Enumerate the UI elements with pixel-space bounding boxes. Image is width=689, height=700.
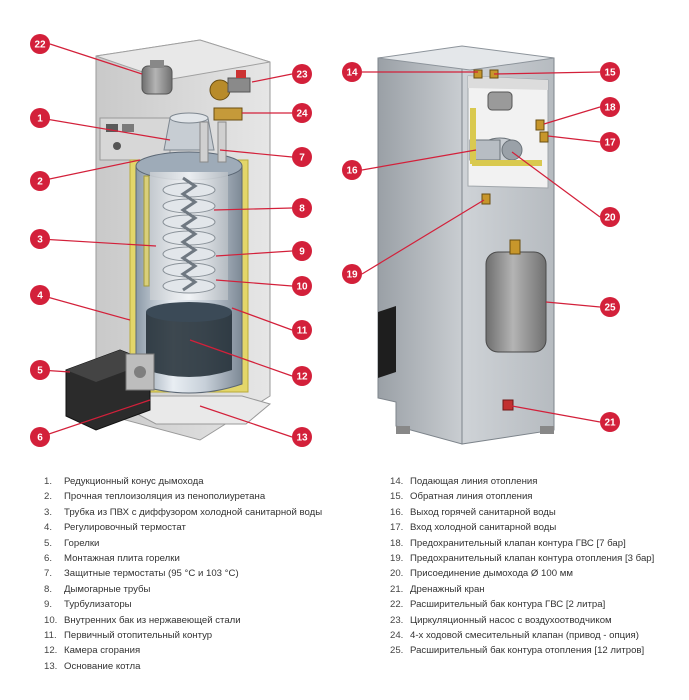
legend-item-24: 24.4-х ходовой смесительный клапан (прив… [390, 630, 639, 642]
legend-item-14: 14.Подающая линия отопления [390, 476, 538, 487]
svg-text:16: 16 [346, 166, 358, 177]
callout-3: 3 [30, 229, 50, 249]
legend-item-5: 5.Горелки [44, 537, 100, 549]
callout-19: 19 [342, 264, 362, 284]
callout-leaders [39, 43, 601, 438]
callout-6: 6 [30, 427, 50, 447]
callout-16: 16 [342, 160, 362, 180]
callout-2: 2 [30, 171, 50, 191]
svg-text:20: 20 [604, 213, 616, 224]
svg-text:15: 15 [604, 68, 616, 79]
legend-item-3: 3.Трубка из ПВХ с диффузором холодной са… [44, 506, 323, 518]
svg-text:17: 17 [604, 138, 616, 149]
left-boiler-cutaway [65, 39, 272, 441]
legend-item-13: 13.Основание котла [44, 660, 141, 672]
legend-item-4: 4.Регулировочный термостат [44, 522, 186, 534]
legend-item-22: 22.Расширительный бак контура ГВС [2 лит… [390, 599, 606, 611]
svg-text:4: 4 [37, 291, 43, 302]
callout-7: 7 [292, 147, 312, 167]
legend-item-6: 6.Монтажная плита горелки [44, 553, 180, 565]
svg-text:14: 14 [346, 68, 358, 79]
svg-text:3: 3 [37, 235, 43, 246]
callout-13: 13 [292, 427, 312, 447]
callout-24: 24 [292, 103, 312, 123]
legend-right-column: 14.Подающая линия отопления 15.Обратная … [390, 474, 654, 659]
svg-text:24: 24 [296, 109, 308, 120]
svg-text:21: 21 [604, 418, 616, 429]
legend-item-18: 18.Предохранительный клапан контура ГВС … [390, 537, 626, 549]
svg-text:10: 10 [296, 282, 308, 293]
svg-text:9: 9 [299, 247, 305, 258]
callout-22: 22 [30, 34, 50, 54]
right-boiler-rear [377, 45, 555, 445]
legend-item-17: 17.Вход холодной санитарной воды [390, 522, 557, 534]
svg-text:7: 7 [299, 153, 305, 164]
legend-item-10: 10.Внутренних бак из нержавеющей стали [44, 614, 241, 626]
legend-item-8: 8.Дымогарные трубы [44, 583, 151, 595]
svg-text:19: 19 [346, 270, 358, 281]
callout-18: 18 [600, 97, 620, 117]
legend-item-2: 2.Прочная теплоизоляция из пенополиурета… [44, 491, 266, 503]
callout-1: 1 [30, 108, 50, 128]
callout-14: 14 [342, 62, 362, 82]
callout-11: 11 [292, 320, 312, 340]
legend-item-1: 1.Редукционный конус дымохода [44, 476, 204, 487]
svg-text:5: 5 [37, 366, 43, 377]
svg-text:13: 13 [296, 433, 308, 444]
svg-text:11: 11 [297, 326, 308, 337]
svg-text:18: 18 [604, 103, 616, 114]
callout-20: 20 [600, 207, 620, 227]
callout-8: 8 [292, 198, 312, 218]
svg-text:23: 23 [296, 70, 308, 81]
burner-unit [65, 349, 155, 431]
callout-12: 12 [292, 366, 312, 386]
legend-item-16: 16.Выход горячей санитарной воды [390, 506, 556, 518]
legend-item-20: 20.Присоединение дымохода Ø 100 мм [390, 568, 573, 580]
svg-text:8: 8 [299, 204, 305, 215]
legend-item-9: 9.Турбулизаторы [44, 599, 132, 611]
legend-item-15: 15.Обратная линия отопления [390, 491, 533, 503]
callout-25: 25 [600, 297, 620, 317]
legend-item-11: 11.Первичный отопительный контур [44, 630, 213, 642]
callout-17: 17 [600, 132, 620, 152]
svg-text:25: 25 [604, 303, 616, 314]
svg-text:1: 1 [37, 114, 43, 125]
legend-item-7: 7.Защитные термостаты (95 °С и 103 °С) [44, 568, 239, 580]
callout-9: 9 [292, 241, 312, 261]
callout-5: 5 [30, 360, 50, 380]
svg-text:22: 22 [34, 40, 46, 51]
callout-10: 10 [292, 276, 312, 296]
legend-item-25: 25.Расширительный бак контура отопления … [390, 645, 645, 657]
boiler-diagram: 22 23 24 1 7 2 8 3 9 10 4 11 5 12 6 13 1… [30, 34, 620, 447]
legend-item-19: 19.Предохранительный клапан контура отоп… [390, 553, 655, 565]
legend-left-column: 1.Редукционный конус дымохода 2.Прочная … [44, 474, 322, 674]
legend-item-12: 12.Камера сгорания [44, 645, 141, 657]
svg-text:2: 2 [37, 177, 43, 188]
legend-item-23: 23.Циркуляционный насос с воздухоотводчи… [390, 614, 612, 626]
callout-4: 4 [30, 285, 50, 305]
legend-item-21: 21.Дренажный кран [390, 583, 485, 595]
svg-text:6: 6 [37, 433, 43, 444]
svg-text:12: 12 [296, 372, 308, 383]
callout-15: 15 [600, 62, 620, 82]
callout-21: 21 [600, 412, 620, 432]
callout-23: 23 [292, 64, 312, 84]
